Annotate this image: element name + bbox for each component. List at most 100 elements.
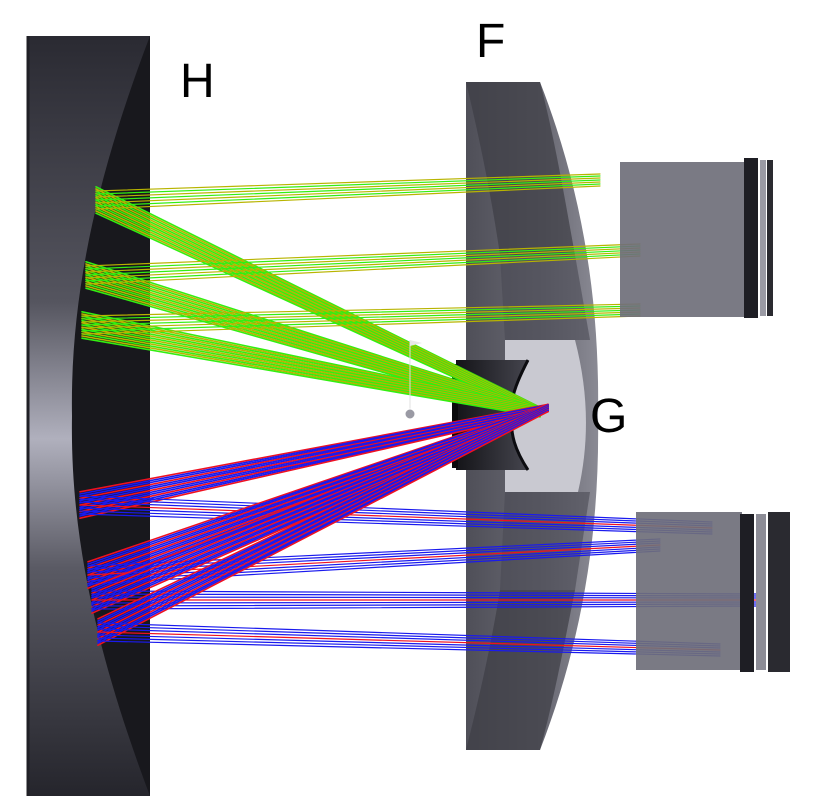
ray-blue — [79, 409, 549, 515]
ray-green-return — [95, 179, 601, 201]
ray-green — [81, 335, 541, 417]
ray-blue — [79, 405, 549, 500]
ray-blue-return — [97, 625, 721, 647]
ray-blue — [79, 407, 549, 506]
ray-green-return — [85, 255, 641, 285]
ray-green — [81, 321, 541, 413]
ray-blue — [87, 403, 549, 563]
pivot-marker — [404, 340, 422, 420]
ray-green-return — [81, 313, 641, 332]
ray-green — [95, 203, 541, 415]
ray-blue-return — [97, 637, 721, 655]
lower-detector-assembly — [636, 512, 790, 672]
ray-green — [81, 328, 541, 415]
ray-green-return — [81, 303, 641, 317]
ray-blue — [79, 410, 549, 517]
ray-blue-return — [97, 634, 721, 653]
ray-green — [85, 274, 541, 413]
ray-blue — [79, 408, 549, 513]
corrector-lens-lower-facet — [466, 590, 575, 750]
ray-blue — [79, 410, 549, 520]
ray-green — [95, 201, 541, 414]
ray-green — [81, 317, 541, 411]
ray-blue-return — [79, 507, 713, 531]
ray-green-return — [81, 307, 641, 323]
ray-green-return — [85, 251, 641, 279]
ray-green — [85, 276, 541, 414]
ray-green — [95, 186, 541, 409]
ray-green — [95, 190, 541, 410]
ray-blue — [91, 404, 549, 590]
ray-blue-return — [79, 504, 713, 529]
ray-blue — [79, 403, 549, 493]
ray-blue-return — [97, 622, 721, 645]
label-g: G — [590, 390, 627, 443]
ray-blue — [87, 405, 549, 572]
secondary-light-block — [505, 340, 586, 492]
ray-blue — [79, 408, 549, 511]
lower-detector-housing — [636, 512, 742, 670]
ray-blue-return — [87, 548, 661, 582]
ray-blue — [79, 404, 549, 498]
ray-green — [81, 326, 541, 414]
lower-detector-plate — [740, 514, 754, 672]
ray-green-return — [95, 183, 601, 207]
upper-detector-plate — [744, 158, 758, 318]
ray-blue — [97, 410, 549, 647]
ray-blue-return — [97, 640, 721, 657]
ray-green-return — [81, 315, 641, 335]
ray-green — [95, 197, 541, 413]
ray-blue-return — [97, 628, 721, 649]
label-h: H — [180, 55, 215, 108]
ray-green-return — [81, 309, 641, 326]
ray-green — [95, 208, 541, 417]
ray-green — [85, 271, 541, 413]
ray-blue-return — [79, 513, 713, 535]
secondary-mirror-side — [452, 364, 458, 468]
ray-green — [81, 337, 541, 418]
ray-green-return — [85, 253, 641, 282]
ray-green-return — [85, 243, 641, 267]
ray-traces — [79, 173, 761, 657]
ray-blue-return — [79, 501, 713, 527]
ray-blue — [79, 404, 549, 495]
ray-green — [95, 188, 541, 409]
ray-blue-return — [87, 544, 661, 576]
ray-blue — [91, 403, 549, 588]
ray-blue-return — [79, 510, 713, 533]
corrector-lens-ring-lower — [500, 492, 590, 590]
ray-blue — [87, 404, 549, 565]
ray-green — [85, 267, 541, 411]
upper-detector-back — [767, 160, 773, 316]
ray-blue — [87, 405, 549, 570]
ray-blue — [91, 404, 549, 593]
ray-green — [81, 319, 541, 412]
ray-green — [85, 260, 541, 409]
ray-green-return — [95, 177, 601, 198]
ray-green-return — [85, 249, 641, 276]
ray-green-return — [85, 247, 641, 273]
ray-green-return — [95, 173, 601, 192]
upper-detector-housing — [620, 162, 748, 317]
corrector-lens-inner-facet — [466, 82, 575, 255]
upper-detector-assembly — [620, 158, 773, 318]
ray-green-return — [95, 185, 601, 210]
ray-green — [85, 263, 541, 409]
lower-detector-window — [756, 514, 766, 670]
ray-green-return — [81, 305, 641, 320]
ray-green — [81, 310, 541, 409]
ray-blue-return — [79, 498, 713, 525]
ray-blue — [79, 405, 549, 502]
ray-green-return — [85, 245, 641, 270]
ray-green — [95, 192, 541, 411]
ray-green — [85, 265, 541, 410]
ray-blue — [79, 406, 549, 504]
ray-green — [95, 194, 541, 412]
ray-green — [95, 199, 541, 413]
ray-green — [81, 313, 541, 409]
ray-blue — [87, 404, 549, 568]
corrector-lens-ring — [500, 255, 590, 340]
ray-green — [81, 330, 541, 416]
primary-mirror-h — [26, 36, 150, 796]
